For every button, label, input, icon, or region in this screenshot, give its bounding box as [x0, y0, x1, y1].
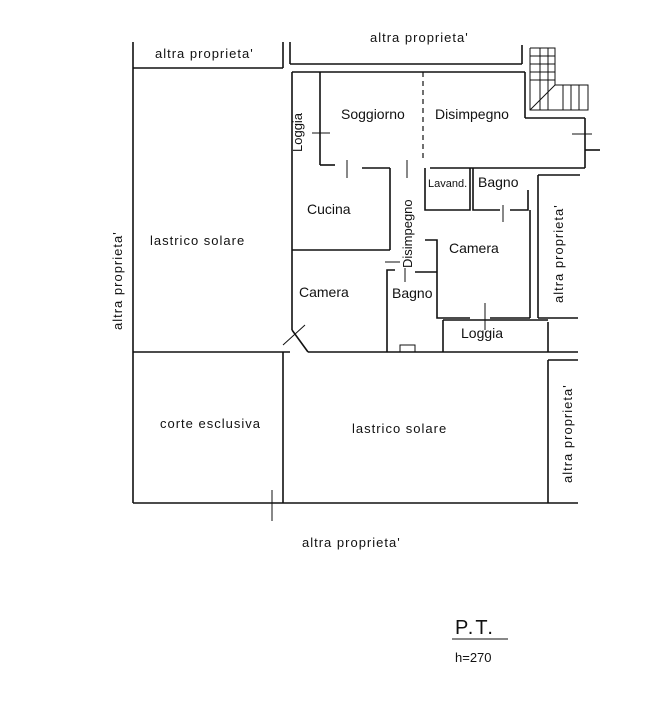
label-lastrico-upper: lastrico solare	[150, 233, 245, 248]
site-boundaries	[132, 42, 578, 521]
room-camera-right: Camera	[449, 240, 499, 256]
room-bagno-lower: Bagno	[392, 285, 433, 301]
room-cucina: Cucina	[307, 201, 351, 217]
label-lastrico-lower: lastrico solare	[352, 421, 447, 436]
label-right-neighbor-lower: altra proprieta'	[560, 384, 575, 483]
room-bagno-upper: Bagno	[478, 174, 519, 190]
floor-title: P.T.	[455, 617, 495, 639]
room-lavanderia: Lavand.	[428, 178, 467, 190]
label-left-neighbor: altra proprieta'	[110, 231, 125, 330]
label-corte: corte esclusiva	[160, 416, 261, 431]
building-walls	[282, 47, 600, 353]
room-loggia-left: Loggia	[290, 112, 305, 152]
floor-height: h=270	[455, 650, 492, 665]
label-top-left-neighbor: altra proprieta'	[155, 46, 254, 61]
room-loggia-bottom: Loggia	[461, 325, 503, 341]
label-top-neighbor: altra proprieta'	[370, 30, 469, 45]
room-soggiorno: Soggiorno	[341, 106, 405, 122]
label-bottom-neighbor: altra proprieta'	[302, 535, 401, 550]
label-right-neighbor-upper: altra proprieta'	[551, 204, 566, 303]
room-disimpegno-upper: Disimpegno	[435, 106, 509, 122]
room-camera-left: Camera	[299, 284, 349, 300]
room-disimpegno-vertical: Disimpegno	[400, 199, 415, 268]
